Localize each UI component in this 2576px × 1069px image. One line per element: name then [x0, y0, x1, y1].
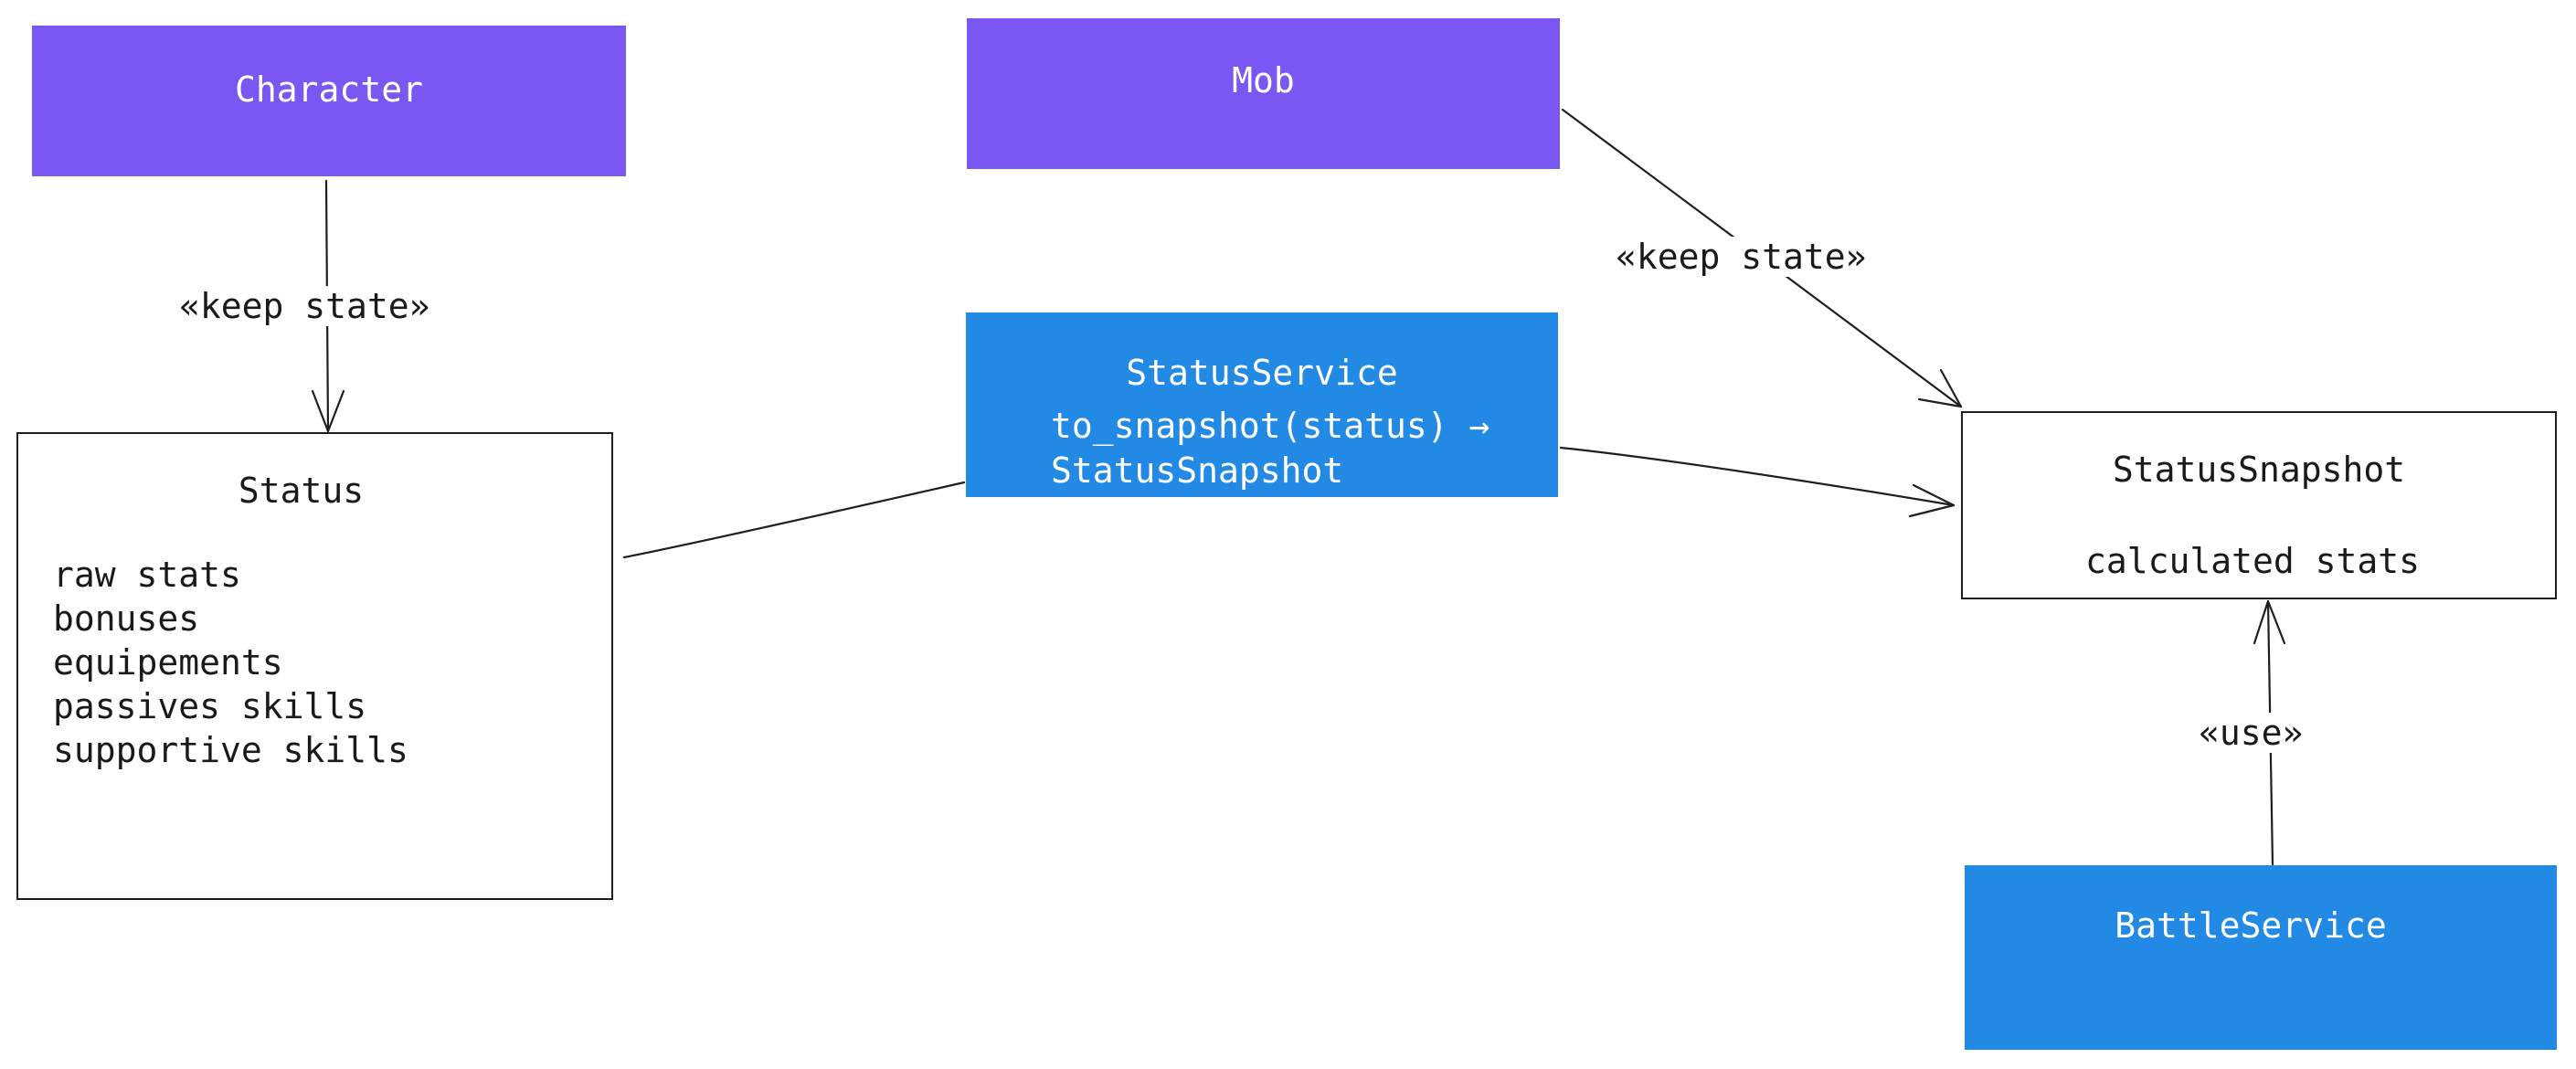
- node-character-title: Character: [235, 69, 423, 110]
- edge-label-character-status: «keep state»: [174, 286, 436, 326]
- status-field: equipements: [53, 642, 283, 683]
- node-status[interactable]: Status raw stats bonuses equipements pas…: [16, 432, 613, 900]
- node-status-title: Status: [238, 471, 365, 511]
- node-status-service-title: StatusService: [1126, 353, 1398, 393]
- status-field-list: raw stats bonuses equipements passives s…: [53, 553, 408, 772]
- node-battle-service-title: BattleService: [2115, 905, 2387, 946]
- status-service-method-return: StatusSnapshot: [1051, 450, 1344, 491]
- status-service-method-signature: to_snapshot(status) →: [1051, 406, 1490, 446]
- arrowhead-snapshot-from-battle: [2253, 599, 2286, 645]
- node-character[interactable]: Character: [32, 26, 626, 176]
- node-battle-service[interactable]: BattleService: [1965, 865, 2557, 1050]
- node-mob[interactable]: Mob: [967, 18, 1560, 169]
- edge-label-mob-snapshot: «keep state»: [1610, 237, 1872, 277]
- node-status-snapshot-field: calculated stats: [2084, 541, 2421, 581]
- status-field: raw stats: [53, 555, 241, 595]
- status-field: supportive skills: [53, 730, 408, 770]
- node-status-snapshot[interactable]: StatusSnapshot calculated stats: [1961, 411, 2557, 599]
- arrowhead-snapshot-from-mob: [1917, 368, 1963, 408]
- arrowhead-snapshot-from-service: [1908, 483, 1956, 518]
- edge-service-to-snapshot: [1559, 446, 1956, 507]
- node-status-service[interactable]: StatusService to_snapshot(status) → Stat…: [966, 312, 1558, 497]
- edge-status-to-service: [622, 481, 966, 559]
- node-status-snapshot-title: StatusSnapshot: [2112, 450, 2406, 490]
- status-field: bonuses: [53, 598, 200, 639]
- edge-label-battle-snapshot: «use»: [2193, 713, 2309, 753]
- arrowhead-status: [311, 389, 345, 433]
- node-mob-title: Mob: [1232, 60, 1295, 101]
- status-field: passives skills: [53, 686, 367, 726]
